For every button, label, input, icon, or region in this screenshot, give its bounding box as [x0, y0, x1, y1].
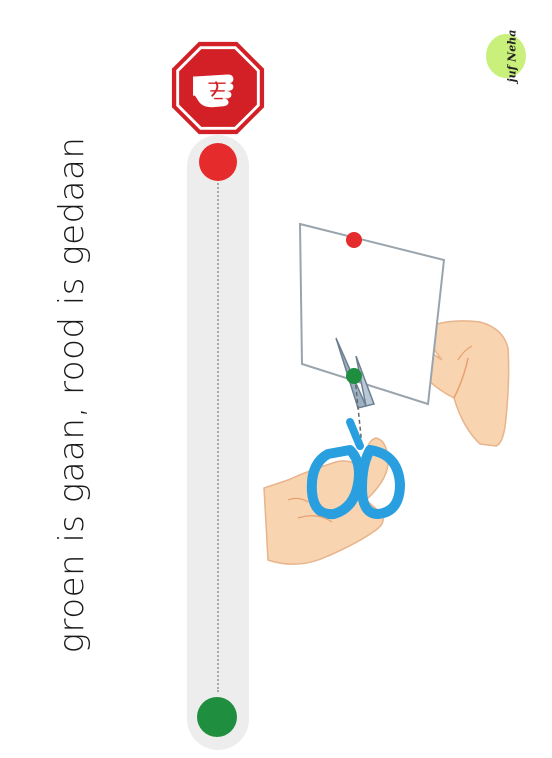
- instruction-text: groen is gaan, rood is gedaan: [52, 136, 92, 654]
- logo-text: juf Neha: [505, 29, 519, 83]
- red-end-dot: [199, 143, 237, 181]
- stop-hand-icon: [171, 41, 265, 135]
- track-dotted-line: [217, 172, 219, 692]
- green-start-dot: [197, 697, 237, 737]
- scissors-cutting-paper-icon: [263, 222, 510, 565]
- juf-neha-logo: [486, 34, 526, 78]
